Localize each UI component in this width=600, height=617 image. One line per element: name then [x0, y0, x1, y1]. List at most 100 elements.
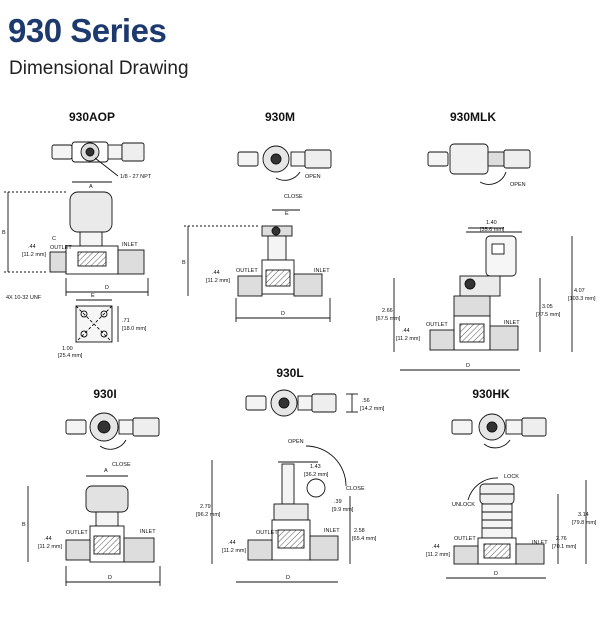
- dim-d-930mlk: D: [466, 363, 470, 369]
- dim-044-930hk: .44: [432, 544, 440, 550]
- model-label-930aop: 930AOP: [68, 110, 116, 124]
- dim-mm-930i: [11.2 mm]: [38, 544, 63, 550]
- dim-mm-930aop: [11.2 mm]: [22, 252, 47, 258]
- dim-143: 1.43: [310, 464, 321, 470]
- dim-d-930aop: D: [105, 285, 109, 291]
- label-inlet-930i: INLET: [140, 529, 156, 535]
- label-close-930i: CLOSE: [112, 462, 131, 468]
- dim-1033mm: [103.3 mm]: [568, 296, 596, 302]
- dim-142mm: [14.2 mm]: [360, 406, 385, 412]
- dim-b-930i: B: [22, 522, 26, 528]
- note-npt: 1/8 - 27 NPT: [120, 174, 152, 180]
- dim-mm-930m: [11.2 mm]: [206, 278, 231, 284]
- label-close-930l: CLOSE: [346, 486, 365, 492]
- dim-305: 3.05: [542, 304, 553, 310]
- label-outlet-930l: OUTLET: [256, 530, 278, 536]
- top-view-930m: [237, 145, 332, 181]
- drawing-930l: [211, 389, 358, 583]
- drawing-930i: [27, 412, 161, 586]
- dim-407: 4.07: [574, 288, 585, 294]
- mounting-view-930aop: [75, 299, 119, 343]
- drawing-930aop: [4, 141, 149, 343]
- label-inlet-930m: INLET: [314, 268, 330, 274]
- model-label-930hk: 930HK: [472, 387, 510, 401]
- label-inlet-930mlk: INLET: [504, 320, 520, 326]
- top-view-930i: [65, 412, 160, 450]
- dim-044-930m: .44: [212, 270, 220, 276]
- model-label-930m: 930M: [264, 110, 296, 124]
- label-lock: LOCK: [504, 474, 519, 480]
- top-view-930aop: [51, 141, 145, 177]
- label-inlet-930l: INLET: [324, 528, 340, 534]
- dim-701mm: [70.1 mm]: [552, 544, 577, 550]
- dim-99mm: [9.9 mm]: [332, 507, 354, 513]
- dim-356mm: [35.6 mm]: [480, 227, 505, 233]
- label-outlet-930mlk: OUTLET: [426, 322, 448, 328]
- dim-258: 2.58: [354, 528, 365, 534]
- dim-a-930aop: A: [89, 184, 93, 190]
- dim-d-930i: D: [108, 575, 112, 581]
- top-view-930mlk: [427, 143, 531, 185]
- front-view-930l: [211, 445, 351, 583]
- label-outlet-930i: OUTLET: [66, 530, 88, 536]
- label-open-930l: OPEN: [288, 439, 304, 445]
- front-view-930m: [184, 209, 331, 322]
- dim-140: 1.40: [486, 220, 497, 226]
- dim-276: 2.76: [556, 536, 567, 542]
- dim-d-930m: D: [281, 311, 285, 317]
- dim-b-930m: B: [182, 260, 186, 266]
- dim-d-930hk: D: [494, 571, 498, 577]
- label-open-930m: OPEN: [305, 174, 321, 180]
- dim-071: .71: [122, 318, 130, 324]
- dim-25mm: [25.4 mm]: [58, 353, 83, 359]
- drawing-930mlk: [393, 143, 573, 371]
- front-view-930aop: [4, 181, 149, 296]
- callouts: 1/8 - 27 NPT 4X 10-32 UNF OUTLET INLET A…: [2, 174, 597, 581]
- dim-279: 2.79: [200, 504, 211, 510]
- front-view-930i: [27, 475, 161, 586]
- drawing-930hk: [446, 413, 587, 579]
- label-inlet-930hk: INLET: [532, 540, 548, 546]
- dim-039: .39: [334, 499, 342, 505]
- drawing-930m: [184, 145, 332, 322]
- page-title: 930 Series: [8, 12, 167, 49]
- top-view-930hk: [451, 413, 547, 449]
- dim-mm-930mlk: [11.2 mm]: [396, 336, 421, 342]
- label-outlet-930m: OUTLET: [236, 268, 258, 274]
- dim-c-930aop: C: [52, 236, 56, 242]
- label-open-930mlk: OPEN: [510, 182, 526, 188]
- label-outlet-930aop: OUTLET: [50, 245, 72, 251]
- model-label-930mlk: 930MLK: [449, 110, 496, 124]
- dim-362mm: [36.2 mm]: [304, 472, 329, 478]
- front-view-930mlk: [393, 227, 573, 371]
- top-view-930l: [245, 389, 358, 417]
- dim-e-930aop: E: [91, 293, 95, 299]
- dim-266: 2.66: [382, 308, 393, 314]
- dim-798mm: [79.8 mm]: [572, 520, 597, 526]
- dim-a-930i: A: [104, 468, 108, 474]
- label-unlock: UNLOCK: [452, 502, 475, 508]
- front-view-930hk: [446, 477, 587, 579]
- dim-056: .56: [362, 398, 370, 404]
- dim-18mm: [18.0 mm]: [122, 326, 147, 332]
- dim-314: 3.14: [578, 512, 589, 518]
- page-subtitle: Dimensional Drawing: [9, 58, 189, 79]
- dim-b-930aop: B: [2, 230, 6, 236]
- dim-mm-930l: [11.2 mm]: [222, 548, 247, 554]
- dim-044-930mlk: .44: [402, 328, 410, 334]
- dim-962mm: [96.2 mm]: [196, 512, 221, 518]
- dim-d-930l: D: [286, 575, 290, 581]
- label-outlet-930hk: OUTLET: [454, 536, 476, 542]
- dim-775mm: [77.5 mm]: [536, 312, 561, 318]
- label-close-930m: CLOSE: [284, 194, 303, 200]
- dim-e-930m: E: [285, 211, 289, 217]
- dim-675mm: [67.5 mm]: [376, 316, 401, 322]
- dim-044-930l: .44: [228, 540, 236, 546]
- note-unf: 4X 10-32 UNF: [6, 295, 42, 301]
- dim-044-930aop: .44: [28, 244, 36, 250]
- model-label-930l: 930L: [276, 366, 304, 380]
- label-inlet-930aop: INLET: [122, 242, 138, 248]
- dim-mm-930hk: [11.2 mm]: [426, 552, 451, 558]
- dim-044-930i: .44: [44, 536, 52, 542]
